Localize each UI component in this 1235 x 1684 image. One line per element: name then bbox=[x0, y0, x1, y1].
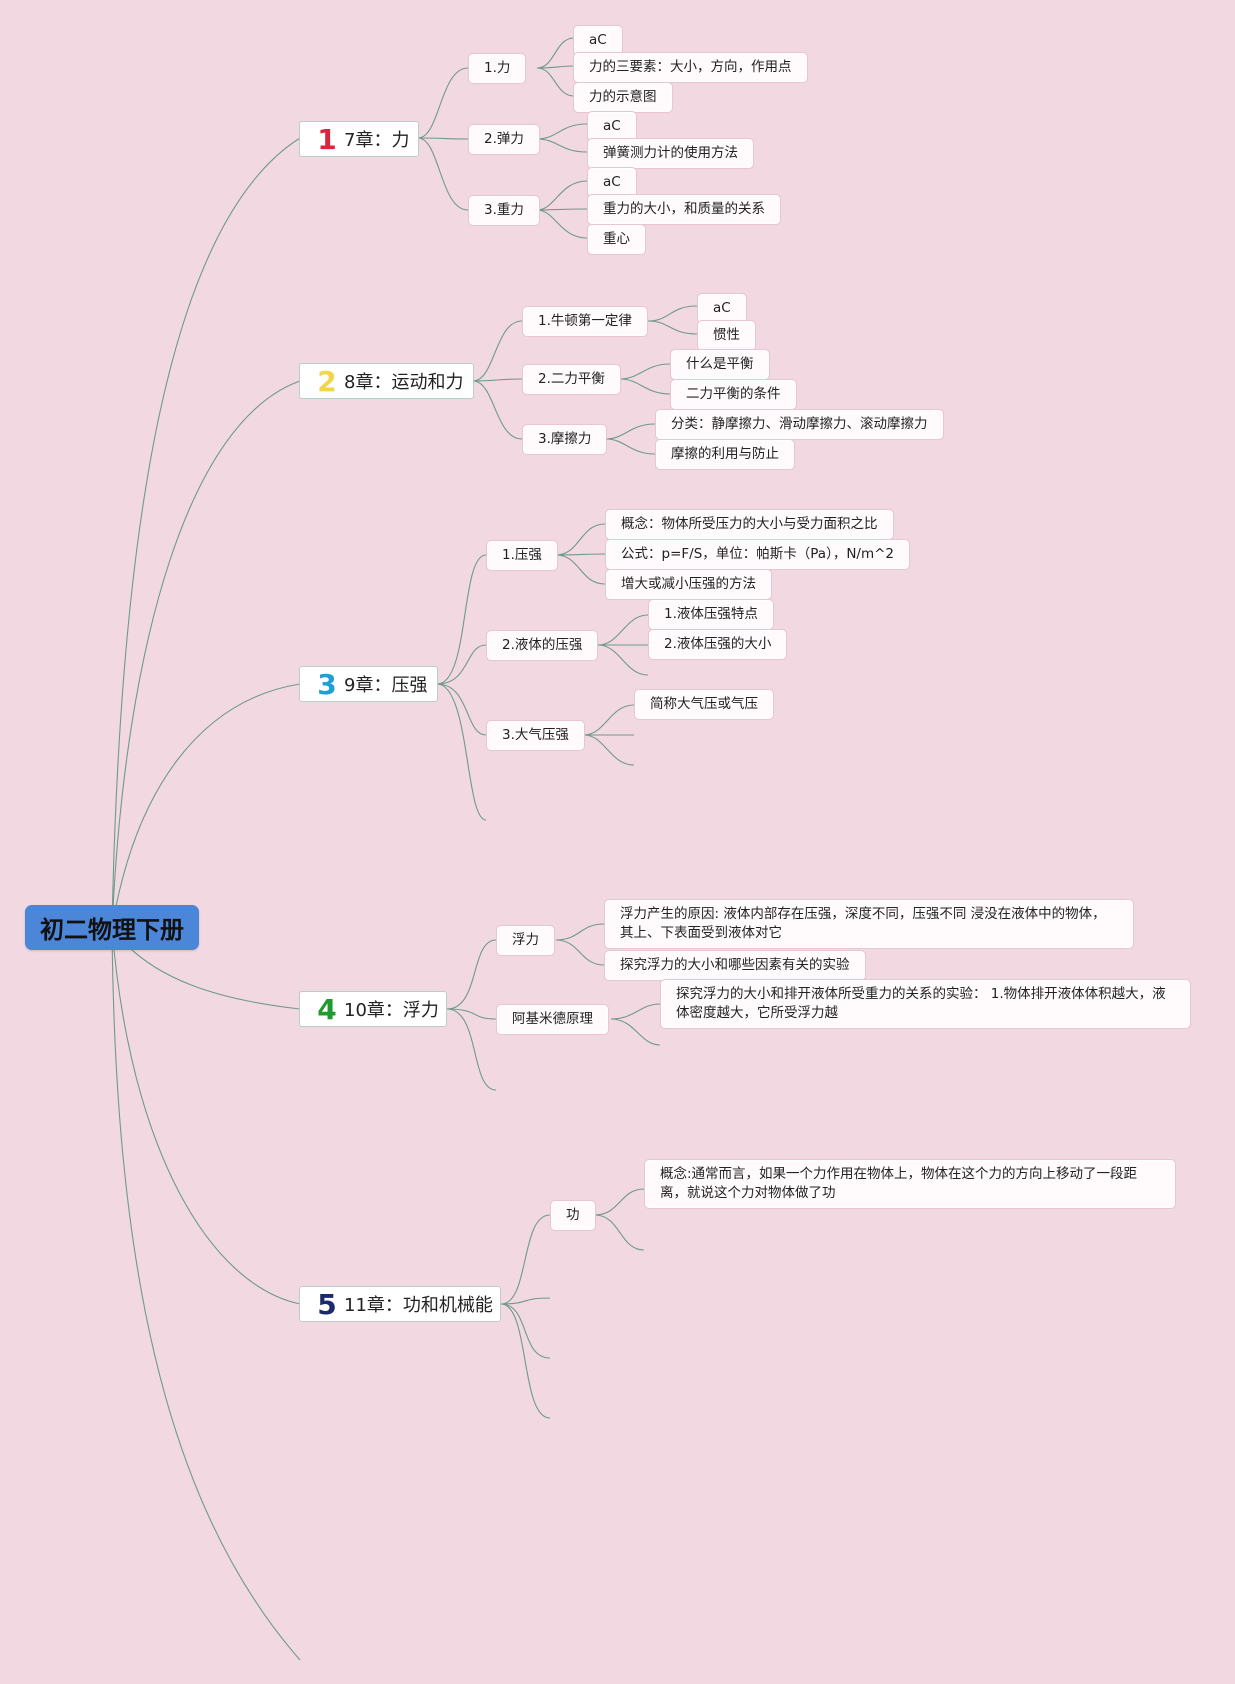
topic-node[interactable]: 3.摩擦力 bbox=[521, 424, 608, 455]
leaf-node[interactable]: 力的示意图 bbox=[573, 82, 673, 113]
leaf-node[interactable]: aC bbox=[697, 293, 747, 324]
topic-node[interactable]: 2.二力平衡 bbox=[522, 364, 621, 395]
leaf-node[interactable]: aC bbox=[573, 25, 623, 56]
leaf-node[interactable]: 探究浮力的大小和排开液体所受重力的关系的实验： 1.物体排开液体体积越大，液体密… bbox=[660, 979, 1191, 1029]
topic-node[interactable]: 2.弹力 bbox=[468, 124, 540, 155]
leaf-node[interactable]: 简称大气压或气压 bbox=[634, 689, 774, 720]
leaf-node[interactable]: aC bbox=[587, 111, 637, 142]
root-node[interactable]: 初二物理下册 bbox=[25, 905, 199, 950]
chapter-number-badge: 2 bbox=[317, 364, 337, 398]
chapter-label: 8章：运动和力 bbox=[344, 372, 464, 393]
chapter-label: 9章：压强 bbox=[344, 675, 428, 696]
leaf-node[interactable]: 浮力产生的原因: 液体内部存在压强，深度不同，压强不同 浸没在液体中的物体，其上… bbox=[604, 899, 1134, 949]
leaf-node[interactable]: 摩擦的利用与防止 bbox=[655, 439, 795, 470]
chapter-11-node[interactable]: 5 11章：功和机械能 bbox=[299, 1286, 501, 1322]
chapter-label: 11章：功和机械能 bbox=[344, 1295, 493, 1316]
chapter-number-badge: 5 bbox=[317, 1287, 337, 1321]
topic-node[interactable]: 1.压强 bbox=[486, 540, 558, 571]
topic-node[interactable]: 1.力 bbox=[467, 53, 527, 84]
leaf-node[interactable]: 公式：p=F/S，单位：帕斯卡（Pa），N/m^2 bbox=[604, 539, 911, 570]
leaf-node[interactable]: 增大或减小压强的方法 bbox=[605, 569, 772, 600]
topic-node[interactable]: 1.牛顿第一定律 bbox=[522, 306, 648, 337]
chapter-10-node[interactable]: 4 10章：浮力 bbox=[299, 991, 447, 1027]
topic-node[interactable]: 3.大气压强 bbox=[486, 720, 585, 751]
leaf-node[interactable]: aC bbox=[587, 167, 637, 198]
chapter-number-badge: 3 bbox=[317, 667, 337, 701]
chapter-number-badge: 4 bbox=[317, 992, 337, 1026]
leaf-node[interactable]: 重力的大小，和质量的关系 bbox=[587, 194, 781, 225]
leaf-node[interactable]: 重心 bbox=[587, 224, 646, 255]
leaf-node[interactable]: 弹簧测力计的使用方法 bbox=[587, 138, 754, 169]
chapter-9-node[interactable]: 3 9章：压强 bbox=[299, 666, 438, 702]
topic-node[interactable]: 功 bbox=[550, 1200, 596, 1231]
leaf-node[interactable]: 力的三要素：大小，方向，作用点 bbox=[573, 52, 808, 83]
chapter-8-node[interactable]: 2 8章：运动和力 bbox=[299, 363, 474, 399]
leaf-node[interactable]: 2.液体压强的大小 bbox=[647, 629, 788, 660]
chapter-label: 7章：力 bbox=[344, 130, 410, 151]
leaf-node[interactable]: 概念:通常而言，如果一个力作用在物体上，物体在这个力的方向上移动了一段距离，就说… bbox=[644, 1159, 1176, 1209]
chapter-7-node[interactable]: 1 7章：力 bbox=[299, 121, 419, 157]
topic-node[interactable]: 浮力 bbox=[496, 925, 555, 956]
topic-node[interactable]: 3.重力 bbox=[468, 195, 540, 226]
leaf-node[interactable]: 什么是平衡 bbox=[670, 349, 770, 380]
leaf-node[interactable]: 探究浮力的大小和哪些因素有关的实验 bbox=[604, 950, 866, 981]
topic-node[interactable]: 2.液体的压强 bbox=[485, 630, 599, 661]
topic-node[interactable]: 阿基米德原理 bbox=[496, 1004, 609, 1035]
leaf-node[interactable]: 惯性 bbox=[697, 320, 756, 351]
chapter-label: 10章：浮力 bbox=[344, 1000, 439, 1021]
leaf-node[interactable]: 二力平衡的条件 bbox=[670, 379, 797, 410]
chapter-number-badge: 1 bbox=[317, 122, 337, 156]
leaf-node[interactable]: 概念：物体所受压力的大小与受力面积之比 bbox=[605, 509, 894, 540]
leaf-node[interactable]: 1.液体压强特点 bbox=[648, 599, 774, 630]
leaf-node[interactable]: 分类：静摩擦力、滑动摩擦力、滚动摩擦力 bbox=[655, 409, 944, 440]
